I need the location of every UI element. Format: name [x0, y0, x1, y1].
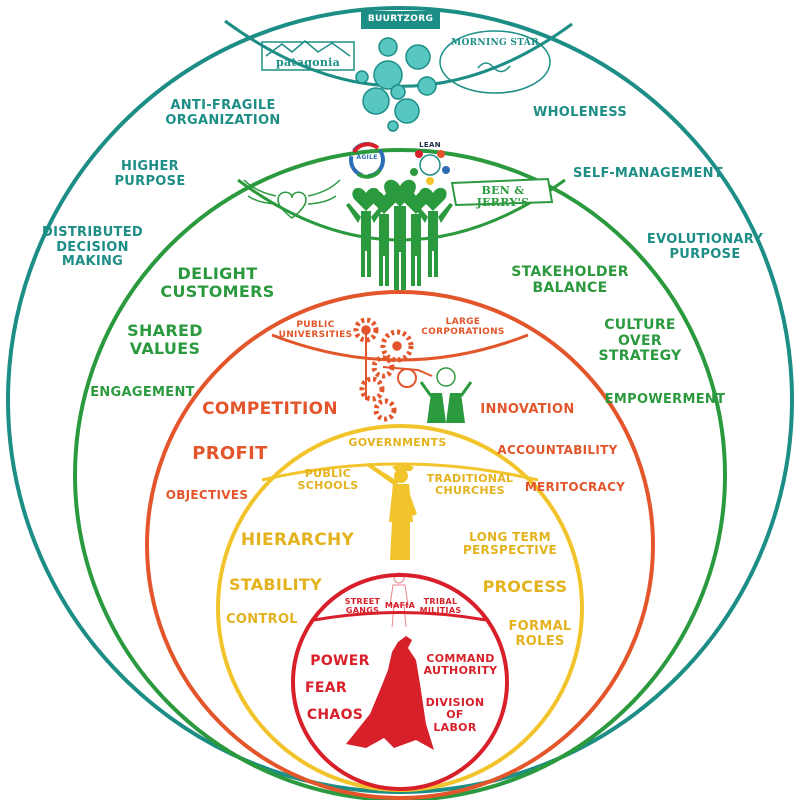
- teal-ring-label: ANTI-FRAGILE ORGANIZATION: [165, 98, 281, 128]
- red-ring-label: POWER: [310, 653, 370, 669]
- orange-ring-label: PROFIT: [192, 443, 268, 464]
- morning-star-logo-icon: [439, 30, 551, 94]
- patagonia-logo: patagonia: [275, 56, 341, 69]
- orange-ring-label: OBJECTIVES: [165, 488, 249, 502]
- amber-example-label: PUBLIC SCHOOLS: [297, 467, 359, 493]
- teal-ring-label: EVOLUTIONARY PURPOSE: [646, 232, 764, 262]
- agile-logo: AGILE: [356, 154, 378, 161]
- amber-ring-label: PROCESS: [482, 577, 568, 596]
- amber-ring-label: LONG TERM PERSPECTIVE: [462, 530, 558, 558]
- buurtzorg-bubbles-icon: [355, 37, 437, 132]
- green-ring-label: ENGAGEMENT: [90, 385, 195, 400]
- amber-example-label: GOVERNMENTS: [348, 436, 447, 449]
- red-ring-label: CHAOS: [306, 707, 364, 723]
- amber-cap-divider: [261, 462, 539, 482]
- green-ring-label: SHARED VALUES: [127, 321, 203, 358]
- lean-diagram-icon: [410, 150, 450, 185]
- orange-ring-label: COMPETITION: [202, 399, 338, 419]
- mafia-figure-icon: [389, 572, 409, 628]
- wolf-icon: [346, 636, 434, 750]
- green-ring-label: DELIGHT CUSTOMERS: [160, 264, 275, 301]
- buurtzorg-badge: [361, 11, 440, 29]
- red-example-label: TRIBAL MILITIAS: [419, 597, 462, 615]
- orange-ring-label: MERITOCRACY: [524, 480, 626, 494]
- soldier-icon: [367, 463, 417, 560]
- gears-machine-icon: [353, 317, 433, 422]
- green-ring-label: EMPOWERMENT: [604, 392, 726, 407]
- amber-ring-label: CONTROL: [226, 612, 298, 627]
- lean-logo: LEAN: [419, 141, 441, 149]
- ben-jerrys-badge: [450, 177, 554, 207]
- agile-cycle-icon: [349, 142, 385, 179]
- team-people-icon: [346, 179, 453, 290]
- red-example-label: MAFIA: [384, 601, 416, 610]
- orange-example-label: PUBLIC UNIVERSITIES: [278, 320, 353, 341]
- amber-example-label: TRADITIONAL CHURCHES: [426, 472, 514, 498]
- teal-ring-label: DISTRIBUTED DECISION MAKING: [41, 225, 143, 270]
- red-circle: [291, 573, 509, 791]
- amber-ring-label: STABILITY: [228, 575, 323, 594]
- teal-ring-label: HIGHER PURPOSE: [114, 159, 186, 189]
- red-ring-label: FEAR: [305, 680, 347, 696]
- buurtzorg-logo: BUURTZORG: [367, 14, 434, 24]
- winged-heart-logo-icon: [243, 179, 341, 219]
- green-ring-label: CULTURE OVER STRATEGY: [598, 317, 682, 365]
- businessman-icon: [419, 367, 473, 423]
- red-ring-label: COMMAND AUTHORITY: [423, 652, 498, 678]
- green-ring-label: STAKEHOLDER BALANCE: [511, 264, 629, 296]
- green-circle: [73, 148, 727, 800]
- red-cap-divider: [313, 611, 487, 622]
- orange-ring-label: ACCOUNTABILITY: [497, 443, 618, 457]
- teal-ring-label: WHOLENESS: [532, 105, 628, 120]
- morning-star-logo: MORNING STAR: [451, 38, 539, 48]
- red-example-label: STREET GANGS: [344, 597, 381, 615]
- amber-ring-label: HIERARCHY: [240, 530, 355, 550]
- orange-circle: [145, 290, 655, 800]
- patagonia-logo-icon: [261, 40, 355, 71]
- amber-ring-label: FORMAL ROLES: [508, 619, 572, 649]
- red-ring-label: DIVISION OF LABOR: [425, 696, 485, 734]
- teal-ring-label: SELF-MANAGEMENT: [573, 166, 723, 181]
- orange-example-label: LARGE CORPORATIONS: [421, 317, 505, 338]
- ben-jerrys-logo: BEN & JERRY'S: [476, 184, 530, 210]
- orange-ring-label: INNOVATION: [480, 402, 575, 417]
